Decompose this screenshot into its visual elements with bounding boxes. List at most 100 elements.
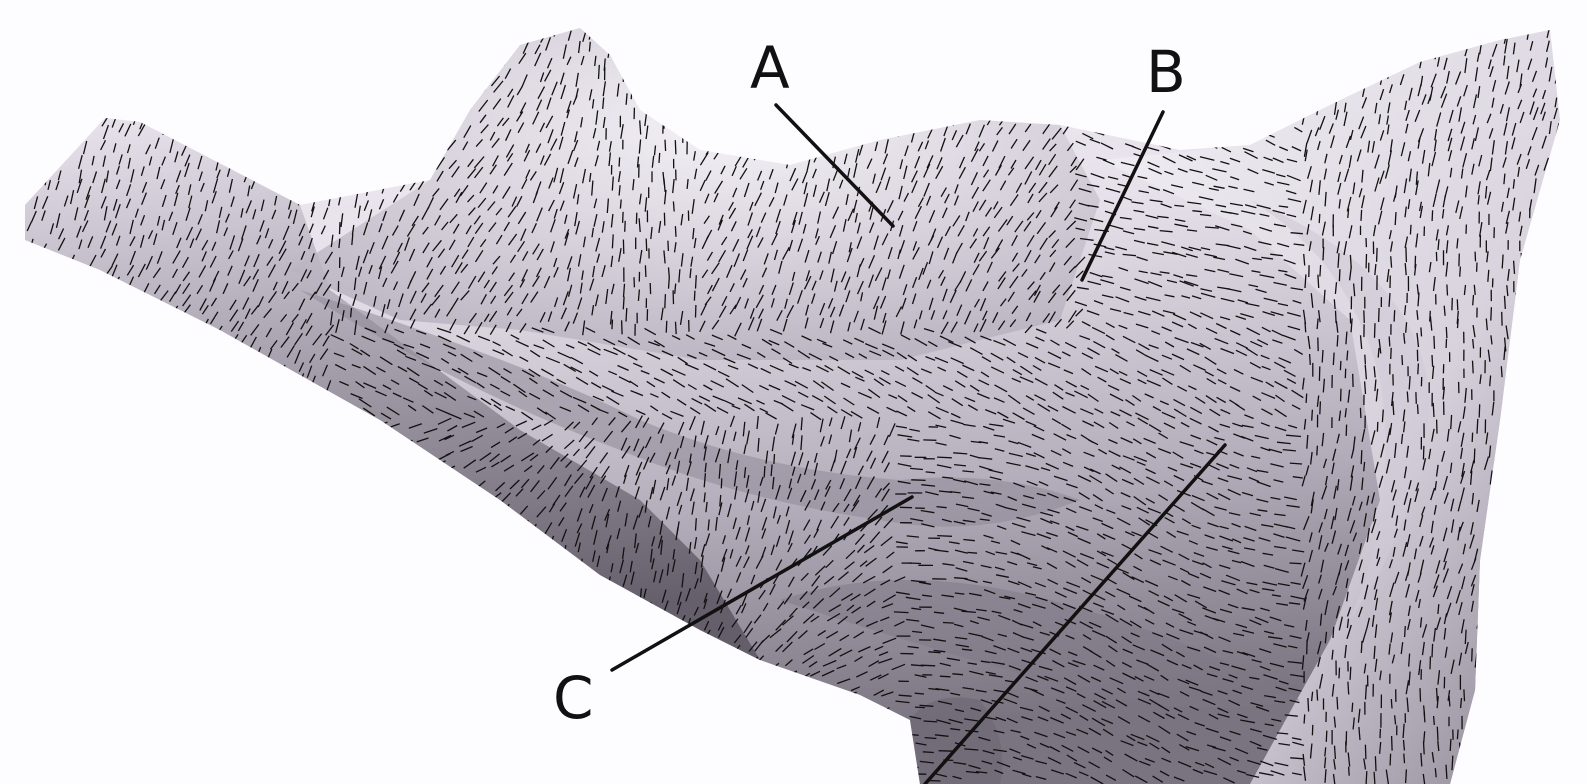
- hatch-stroke: [1375, 323, 1376, 338]
- hatch-stroke: [1306, 394, 1307, 403]
- hatch-stroke: [1434, 336, 1435, 349]
- hatch-stroke: [1320, 265, 1321, 277]
- hatch-stroke: [668, 241, 669, 251]
- hatch-stroke: [1405, 626, 1406, 637]
- hatch-stroke: [645, 265, 646, 277]
- hatch-stroke: [1319, 214, 1320, 223]
- hatch-stroke: [764, 466, 765, 477]
- hatch-stroke: [774, 454, 775, 464]
- hatch-stroke: [1305, 322, 1306, 332]
- hatch-stroke: [1490, 376, 1491, 387]
- hatch-stroke: [1465, 630, 1466, 644]
- hatch-stroke: [625, 221, 626, 232]
- hatch-stroke: [1447, 285, 1448, 296]
- hatch-stroke: [1364, 310, 1365, 323]
- hatch-stroke: [659, 153, 660, 163]
- hatch-stroke: [694, 291, 695, 301]
- hatch-stroke: [911, 480, 925, 481]
- hatch-stroke: [1333, 353, 1334, 366]
- hatch-stroke: [622, 320, 623, 334]
- hatch-stroke: [1290, 463, 1302, 464]
- hatch-stroke: [1322, 350, 1323, 363]
- hatch-stroke: [909, 563, 921, 564]
- hatch-stroke: [666, 321, 667, 333]
- hatch-stroke: [1406, 322, 1407, 333]
- hatch-stroke: [675, 226, 676, 237]
- hatch-stroke: [1444, 306, 1445, 316]
- hatch-stroke: [1290, 563, 1302, 564]
- hatch-stroke: [612, 320, 613, 330]
- hatch-stroke: [1310, 354, 1311, 365]
- hatch-stroke: [696, 275, 697, 288]
- hatch-stroke: [646, 239, 647, 252]
- hatch-stroke: [1474, 285, 1475, 295]
- hatch-stroke: [676, 322, 677, 334]
- hatch-stroke: [665, 140, 666, 151]
- hatch-stroke: [619, 157, 620, 166]
- hatch-stroke: [1402, 355, 1403, 365]
- hatch-stroke: [1318, 275, 1319, 288]
- hatch-stroke: [721, 478, 722, 488]
- hatch-stroke: [1410, 225, 1411, 235]
- hatch-stroke: [669, 277, 670, 288]
- hatch-stroke: [1389, 336, 1390, 346]
- hatch-stroke: [1421, 327, 1422, 336]
- hatch-stroke: [1391, 256, 1392, 268]
- hatch-stroke: [1438, 604, 1439, 614]
- hatch-stroke: [1379, 308, 1380, 322]
- hatch-stroke: [1361, 450, 1362, 464]
- hatch-stroke: [943, 623, 954, 624]
- hatch-stroke: [1320, 401, 1321, 414]
- hatch-stroke: [926, 472, 935, 473]
- hatch-stroke: [1502, 255, 1503, 269]
- hatch-stroke: [1340, 361, 1341, 370]
- hatch-stroke: [1317, 446, 1318, 456]
- hatch-stroke: [1347, 351, 1348, 361]
- hatch-stroke: [1473, 295, 1474, 305]
- hatch-stroke: [612, 234, 613, 248]
- hatch-stroke: [1473, 339, 1474, 348]
- hatch-stroke: [1391, 348, 1392, 359]
- hatch-stroke: [669, 267, 670, 277]
- hatch-stroke: [1333, 627, 1334, 638]
- hatch-stroke: [1377, 248, 1378, 262]
- hatch-stroke: [937, 457, 952, 458]
- hatch-stroke: [1334, 299, 1335, 309]
- hatch-stroke: [1423, 446, 1424, 460]
- hatch-stroke: [1418, 364, 1419, 375]
- hatch-stroke: [1479, 404, 1480, 417]
- hatch-stroke: [340, 222, 341, 234]
- hatch-stroke: [1339, 269, 1340, 281]
- hatch-stroke: [673, 201, 674, 211]
- hatch-stroke: [623, 297, 624, 310]
- hatch-stroke: [1365, 381, 1366, 394]
- hatch-stroke: [1305, 274, 1306, 288]
- hatch-stroke: [1337, 335, 1338, 347]
- hatch-stroke: [1460, 267, 1461, 277]
- hatch-stroke: [1477, 419, 1478, 434]
- hatch-stroke: [967, 552, 977, 553]
- hatch-stroke: [1409, 376, 1410, 389]
- hatch-stroke: [1360, 408, 1361, 418]
- hatch-stroke: [1361, 210, 1362, 221]
- hatch-stroke: [1364, 462, 1365, 471]
- hatch-stroke: [675, 140, 676, 154]
- hatch-stroke: [351, 308, 352, 317]
- hatch-stroke: [1365, 355, 1366, 364]
- hatch-stroke: [1514, 261, 1515, 274]
- hatch-stroke: [1407, 392, 1408, 403]
- hatch-stroke: [1432, 210, 1433, 221]
- hatch-stroke: [665, 294, 666, 308]
- hatch-stroke: [1473, 361, 1474, 374]
- hatch-stroke: [1395, 212, 1396, 225]
- hatch-stroke: [1350, 255, 1351, 267]
- hatch-stroke: [696, 518, 697, 530]
- hatch-stroke: [1505, 296, 1506, 309]
- hatch-stroke: [1418, 404, 1419, 414]
- hatch-stroke: [620, 200, 621, 209]
- hatch-stroke: [626, 308, 627, 322]
- hatch-stroke: [1433, 403, 1434, 417]
- hatch-stroke: [589, 42, 590, 52]
- hatch-stroke: [1432, 355, 1433, 367]
- hatch-stroke: [623, 212, 624, 223]
